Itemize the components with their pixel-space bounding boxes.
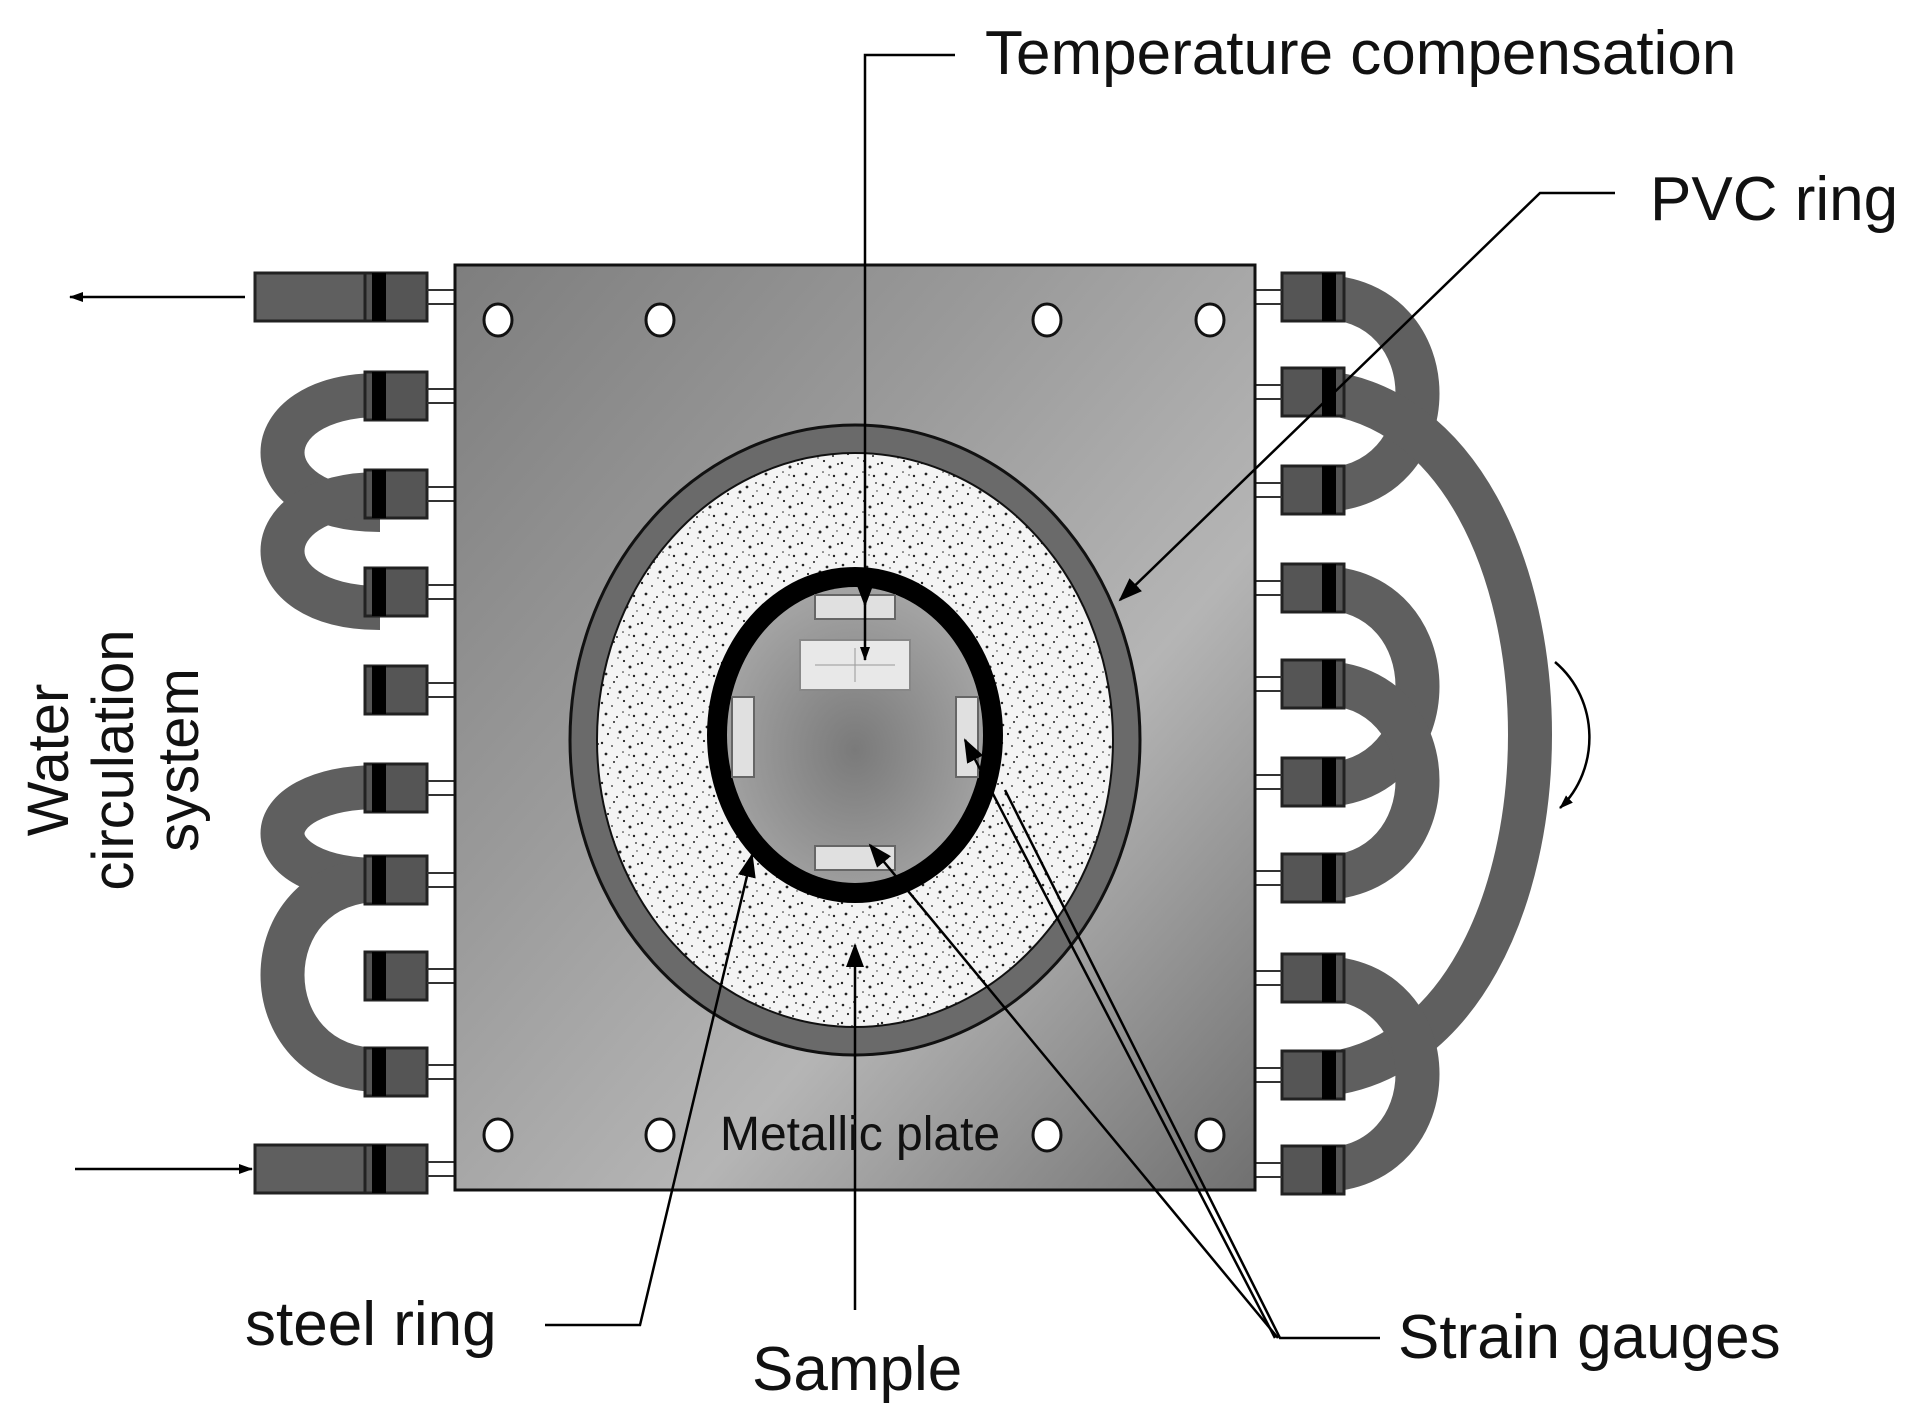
label-water-circulation-line2: circulation xyxy=(81,629,146,890)
strain-gauge-top xyxy=(814,594,896,620)
bolt-hole xyxy=(1194,1117,1226,1153)
flow-direction-arrow xyxy=(1554,661,1591,809)
plate-bolt-holes xyxy=(482,302,1226,1153)
bolt-hole xyxy=(482,1117,514,1153)
right-tube-system xyxy=(1255,271,1591,1196)
label-strain-gauges: Strain gauges xyxy=(1398,1303,1781,1372)
label-steel-ring: steel ring xyxy=(245,1290,497,1359)
leader-pvc-ring xyxy=(1118,191,1615,602)
strain-gauge-bottom xyxy=(814,845,896,871)
right-u-loop xyxy=(1318,566,1440,807)
strain-gauges xyxy=(731,594,979,871)
inlet-pipe xyxy=(253,1143,377,1195)
bolt-hole xyxy=(1194,302,1226,338)
leader-strain-gauges xyxy=(1003,789,1380,1340)
label-temperature-compensation: Temperature compensation xyxy=(985,19,1736,88)
label-pvc-ring: PVC ring xyxy=(1650,165,1898,234)
left-u-loop xyxy=(260,858,382,1092)
steel-ring-inner xyxy=(727,587,983,883)
bolt-hole xyxy=(1031,302,1063,338)
label-water-circulation-line1: Water xyxy=(16,684,81,837)
left-tube-system xyxy=(69,271,455,1195)
left-u-loop xyxy=(260,472,381,630)
right-u-loop xyxy=(1318,956,1440,1192)
strain-gauge-right xyxy=(955,696,979,778)
leader-temperature-compensation xyxy=(856,53,955,607)
leader-lines xyxy=(545,53,1615,1340)
leader-steel-ring xyxy=(545,853,756,1327)
bolt-hole xyxy=(644,1117,676,1153)
outlet-pipe xyxy=(253,271,377,323)
label-sample: Sample xyxy=(752,1335,962,1404)
right-u-loop xyxy=(1318,661,1440,900)
bolt-hole xyxy=(482,302,514,338)
right-u-loop xyxy=(1318,275,1440,512)
strain-gauge-left xyxy=(731,696,755,778)
bolt-hole xyxy=(644,302,676,338)
label-water-circulation-line3: system xyxy=(146,668,211,852)
bolt-hole xyxy=(1031,1117,1063,1153)
label-metallic-plate: Metallic plate xyxy=(720,1108,1000,1161)
